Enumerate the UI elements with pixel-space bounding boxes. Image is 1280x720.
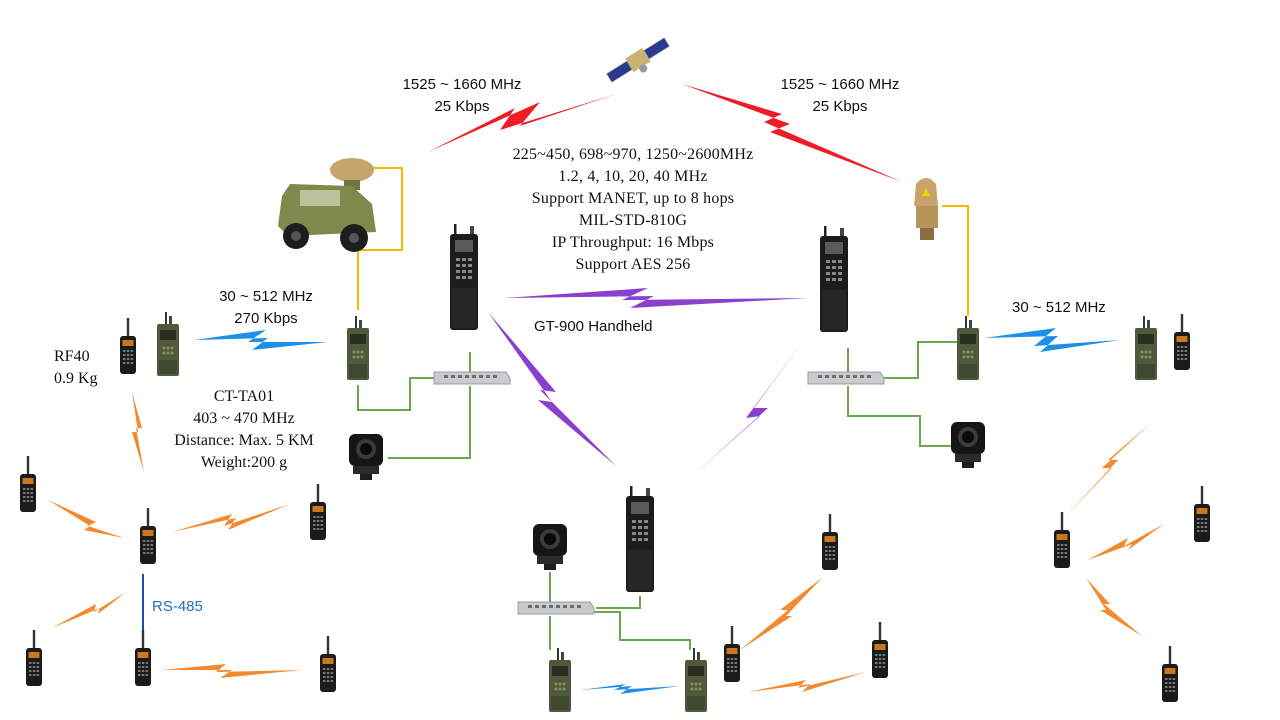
- orange-link-3: [172, 504, 290, 532]
- walkie-talkie-icon: [1054, 512, 1070, 568]
- walkie-talkie-icon: [120, 318, 136, 374]
- manpack-radio-icon: [685, 648, 707, 712]
- gt900-spec-line: 225~450, 698~970, 1250~2600MHz: [512, 146, 754, 163]
- gt900-spec-line: MIL-STD-810G: [578, 212, 688, 229]
- manpack-radio-icon: [1135, 316, 1157, 380]
- walkie-talkie-icon: [310, 484, 326, 540]
- orange-link-group: [48, 392, 1164, 692]
- walkie-talkie-icon: [20, 456, 36, 512]
- satellite-icon: [606, 37, 670, 83]
- gt900-handheld-label: GT-900 Handheld: [534, 318, 653, 335]
- orange-link-5: [162, 664, 302, 678]
- walkie-talkie-icon: [1162, 646, 1178, 702]
- walkie-talkie-icon: [140, 508, 156, 564]
- satellite-link-right-label: 1525 ~ 1660 MHz 25 Kbps: [770, 74, 910, 118]
- vhf-link-bottom: [580, 684, 680, 694]
- walkie-talkie-icon: [724, 626, 740, 682]
- rf40-weight: 0.9 Kg: [54, 370, 98, 387]
- network-switch-icon: [517, 601, 595, 615]
- vhf-link-left: [194, 330, 328, 350]
- network-switch-icon: [807, 371, 885, 385]
- gt900-spec-line: IP Throughput: 16 Mbps: [551, 234, 715, 251]
- rf40-name: RF40: [54, 348, 90, 365]
- walkie-talkie-icon: [822, 514, 838, 570]
- satellite-link-right-rate: 25 Kbps: [812, 98, 868, 115]
- ct-ta01-label: CT-TA01 403 ~ 470 MHz Distance: Max. 5 K…: [146, 386, 342, 474]
- left-vhf-freq: 30 ~ 512 MHz: [219, 288, 313, 305]
- ct-ta01-weight: Weight:200 g: [200, 454, 288, 471]
- walkie-talkie-icon: [26, 630, 42, 686]
- left-vhf-link-label: 30 ~ 512 MHz 270 Kbps: [196, 286, 336, 330]
- network-switch-icon: [433, 371, 511, 385]
- cable-right-switch-camera: [847, 386, 952, 447]
- orange-link-1: [132, 392, 144, 472]
- left-vhf-rate: 270 Kbps: [234, 310, 298, 327]
- rs485-label: RS-485: [152, 598, 203, 615]
- manpack-radio-icon: [549, 648, 571, 712]
- cable-left-manpack-switch: [357, 377, 440, 411]
- satellite-link-right-freq: 1525 ~ 1660 MHz: [780, 76, 900, 93]
- gt900-handheld-icon: [820, 226, 848, 332]
- action-camera-icon: [349, 434, 383, 480]
- orange-link-2: [48, 500, 124, 538]
- cable-bottom-gt900-switch: [596, 596, 641, 609]
- cable-right-switch-manpack: [884, 341, 958, 379]
- orange-link-7: [1088, 524, 1164, 560]
- orange-link-10: [748, 672, 866, 692]
- ct-ta01-name: CT-TA01: [213, 388, 275, 405]
- action-camera-icon: [533, 524, 567, 570]
- gt900-handheld-icon: [450, 224, 478, 330]
- gps-antenna-icon: [914, 178, 938, 240]
- gt900-link-right: [690, 340, 804, 478]
- ct-ta01-freq: 403 ~ 470 MHz: [193, 410, 295, 427]
- gt900-spec-line: 1.2, 4, 10, 20, 40 MHz: [558, 168, 708, 185]
- vhf-link-right: [984, 328, 1120, 352]
- right-vhf-link-label: 30 ~ 512 MHz: [1012, 299, 1106, 316]
- action-camera-icon: [951, 422, 985, 468]
- orange-link-6: [1064, 420, 1154, 518]
- manpack-radio-icon: [347, 316, 369, 380]
- satellite-link-left-rate: 25 Kbps: [434, 98, 490, 115]
- gt900-spec-line: Support AES 256: [575, 256, 691, 273]
- walkie-talkie-icon: [872, 622, 888, 678]
- satellite-link-left-freq: 1525 ~ 1660 MHz: [402, 76, 522, 93]
- gt900-handheld-icon: [626, 486, 654, 592]
- orange-link-8: [1086, 578, 1142, 636]
- gt900-link-left: [488, 312, 616, 466]
- ct-ta01-distance: Distance: Max. 5 KM: [174, 432, 314, 449]
- military-jeep-icon: [278, 158, 376, 252]
- walkie-talkie-icon: [1174, 314, 1190, 370]
- satellite-link-left-label: 1525 ~ 1660 MHz 25 Kbps: [392, 74, 532, 118]
- orange-link-4: [52, 592, 126, 628]
- manpack-radio-icon: [157, 312, 179, 376]
- manpack-radio-icon: [957, 316, 979, 380]
- walkie-talkie-icon: [1194, 486, 1210, 542]
- walkie-talkie-icon: [135, 630, 151, 686]
- rf40-label: RF40 0.9 Kg: [54, 346, 98, 390]
- cable-antenna-to-manpack: [942, 205, 969, 316]
- walkie-talkie-icon: [320, 636, 336, 692]
- cable-bottom-switch-manpack2: [592, 611, 691, 650]
- cable-jeep-to-manpack: [357, 167, 403, 310]
- satellite-link-left: [428, 94, 616, 152]
- gt900-specs: 225~450, 698~970, 1250~2600MHz 1.2, 4, 1…: [482, 144, 784, 276]
- gt900-spec-line: Support MANET, up to 8 hops: [531, 190, 735, 207]
- cable-left-switch-camera: [388, 386, 471, 459]
- gt900-link-top: [504, 288, 808, 308]
- orange-link-9: [740, 578, 822, 650]
